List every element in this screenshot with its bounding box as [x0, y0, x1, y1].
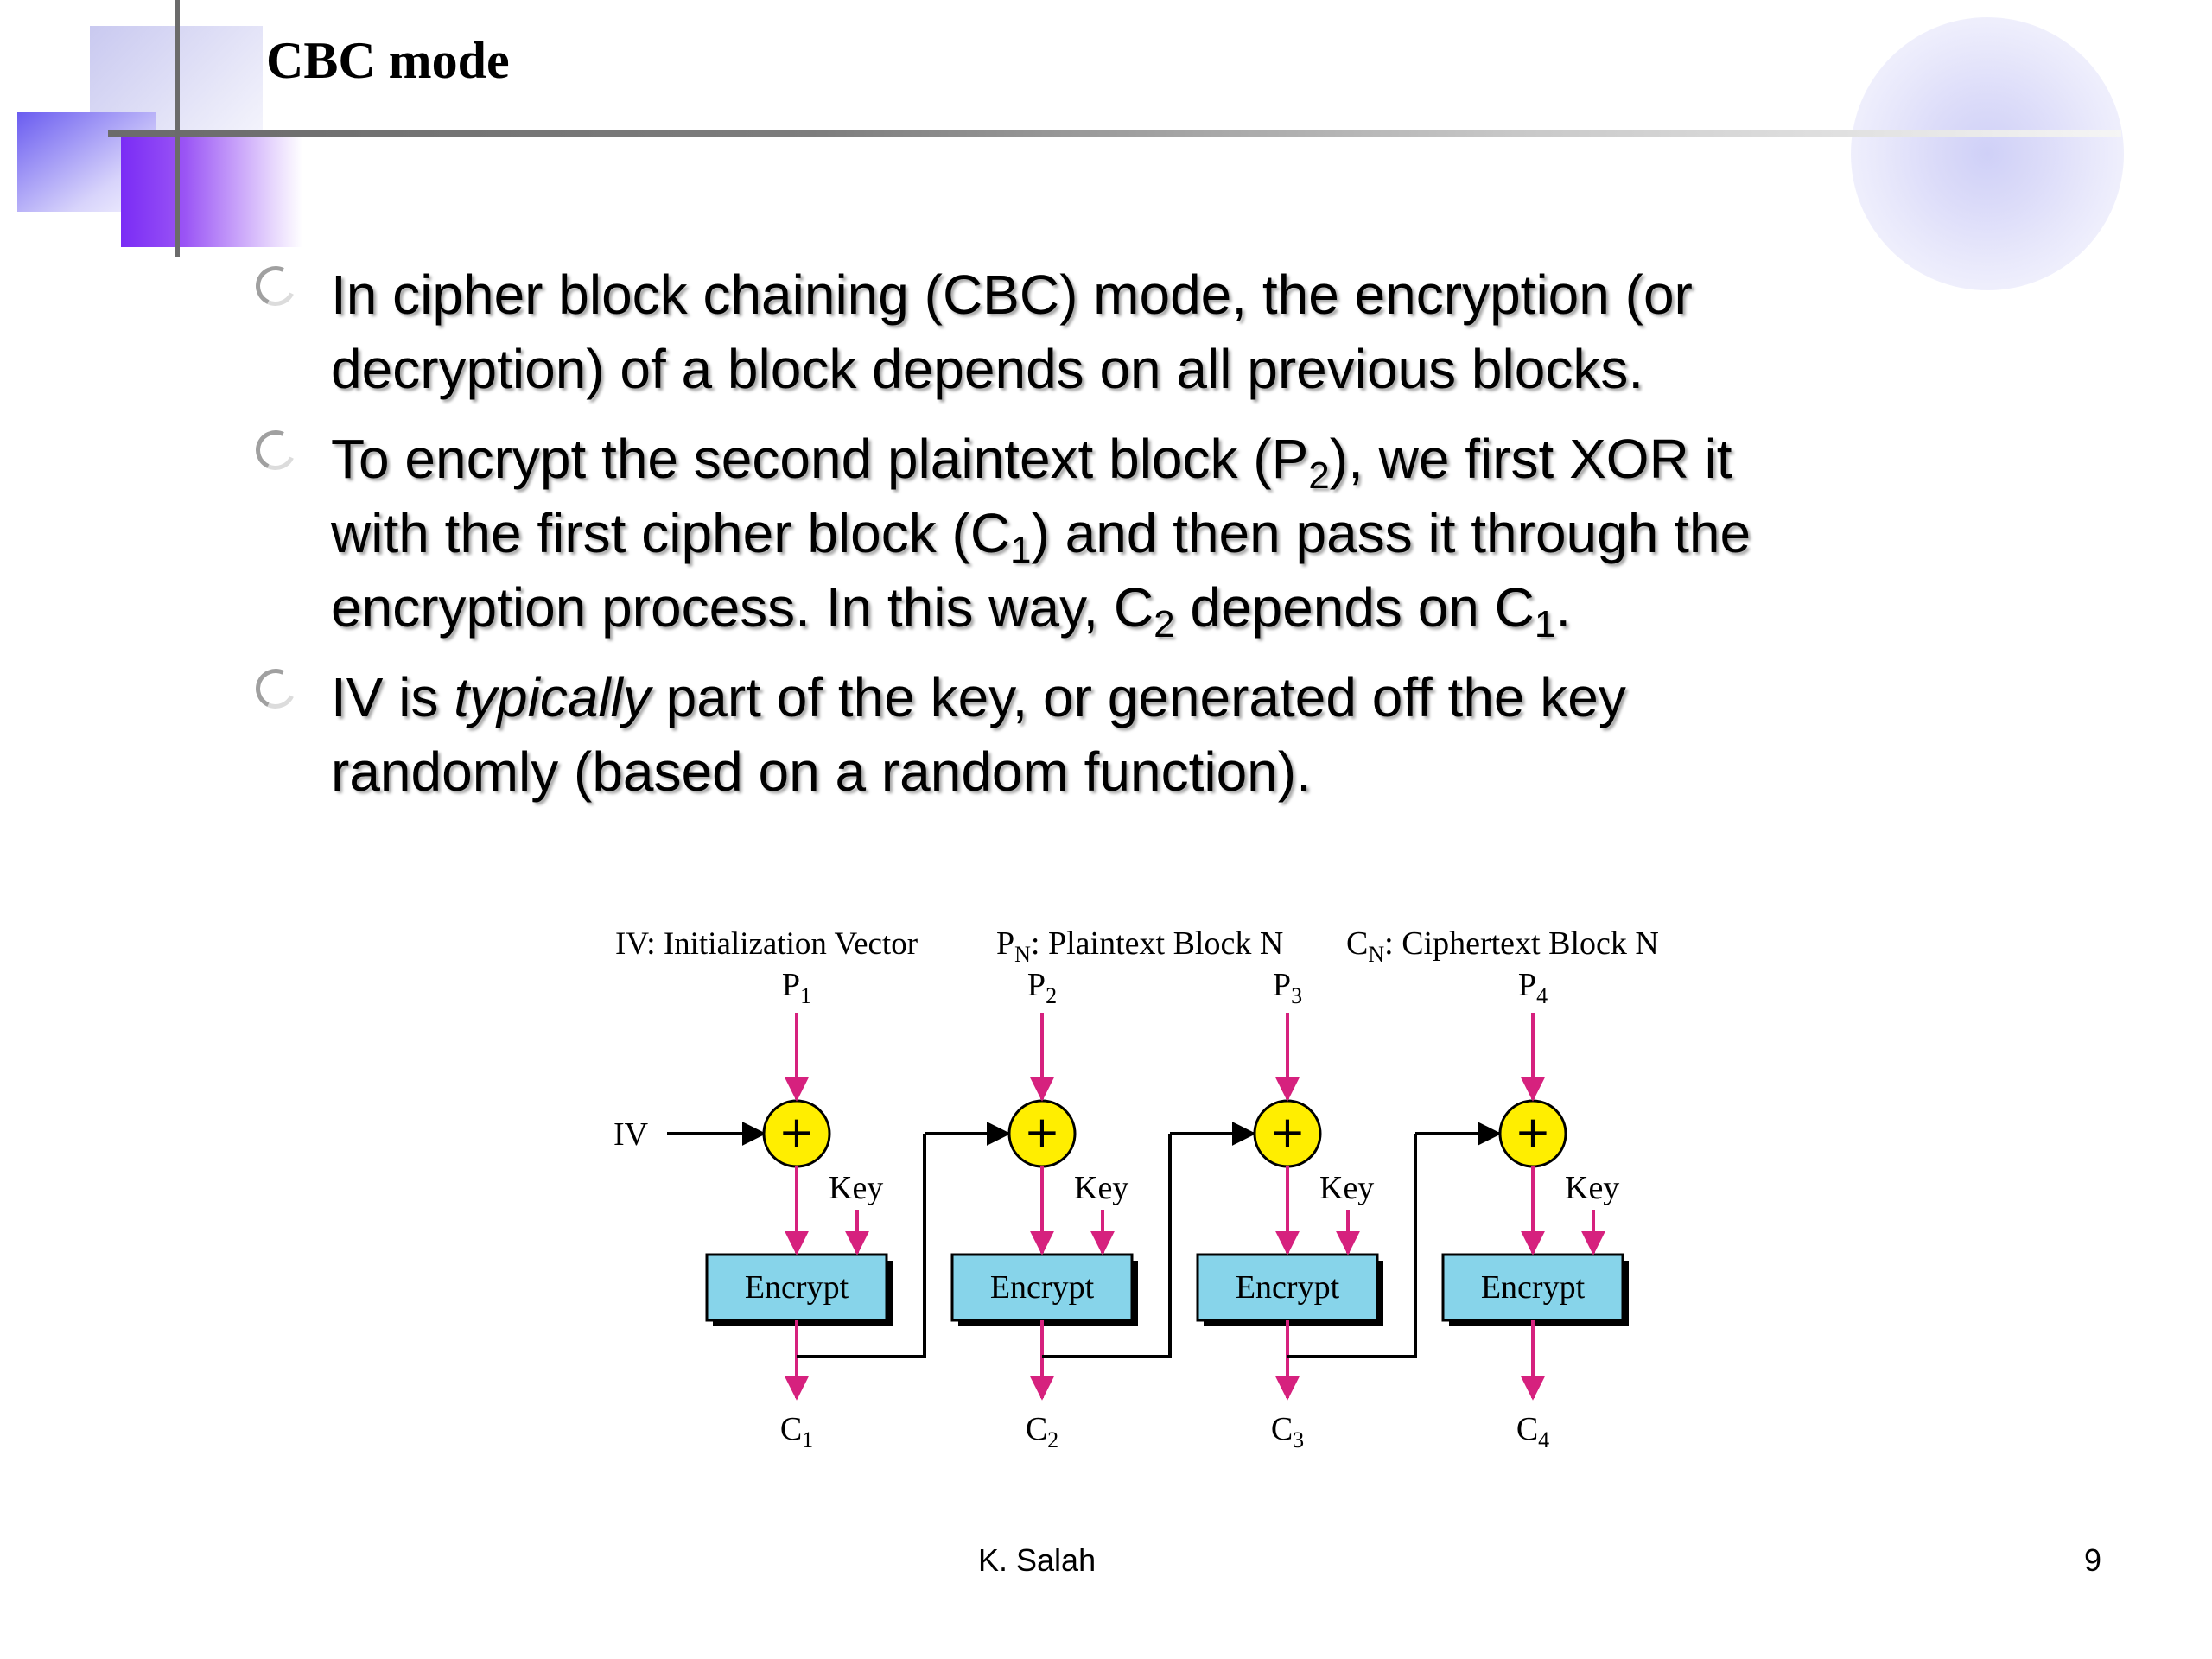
- subscript: 1: [1010, 529, 1032, 571]
- cbc-stage: [950, 1099, 1138, 1326]
- plaintext-label: P1: [782, 967, 811, 1008]
- bullet-icon: [250, 663, 302, 715]
- ciphertext-label-base: C: [780, 1411, 802, 1447]
- encrypt-box: [1441, 1253, 1624, 1322]
- text-run: IV is: [331, 666, 454, 728]
- plaintext-label-base: P: [1027, 967, 1046, 1003]
- plaintext-label-base: P: [1518, 967, 1536, 1003]
- ciphertext-label-subscript: 1: [802, 1427, 813, 1452]
- text-run: typically: [454, 666, 651, 728]
- legend-pn: PN: Plaintext Block N: [996, 925, 1283, 967]
- plaintext-label-base: P: [1273, 967, 1291, 1003]
- legend-pn-rest: : Plaintext Block N: [1031, 925, 1283, 962]
- ciphertext-label: C1: [780, 1411, 813, 1452]
- legend-cn-subscript: N: [1368, 942, 1384, 967]
- feedback-line: [1042, 1134, 1172, 1358]
- key-label: Key: [1074, 1170, 1128, 1206]
- text-run: To encrypt the second plaintext block (P: [331, 428, 1309, 490]
- cbc-stage: [705, 1099, 893, 1326]
- bullet-icon: [250, 424, 302, 476]
- plaintext-label-subscript: 3: [1291, 983, 1302, 1008]
- xor-icon: +: [1269, 1107, 1306, 1157]
- ciphertext-label: C3: [1271, 1411, 1304, 1452]
- plaintext-label: P2: [1027, 967, 1057, 1008]
- slide-title: CBC mode: [266, 32, 510, 89]
- subscript: 1: [1534, 603, 1556, 645]
- bullet-icon: [250, 260, 302, 312]
- plaintext-label-subscript: 4: [1536, 983, 1548, 1008]
- encrypt-label: Encrypt: [1236, 1269, 1340, 1306]
- page-number: 9: [2084, 1542, 2102, 1578]
- bullet-line: randomly (based on a random function).: [331, 734, 1979, 809]
- ciphertext-label-subscript: 4: [1538, 1427, 1549, 1452]
- legend-cn-rest: : Ciphertext Block N: [1384, 925, 1659, 962]
- plaintext-label: P4: [1518, 967, 1548, 1008]
- bullet-line: IV is typically part of the key, or gene…: [331, 660, 1979, 734]
- feedback-line: [797, 1134, 926, 1358]
- ciphertext-label: C4: [1516, 1411, 1549, 1452]
- xor-icon: +: [1024, 1107, 1060, 1157]
- bullet-text: In cipher block chaining (CBC) mode, the…: [331, 257, 1979, 406]
- legend-iv: IV: Initialization Vector: [615, 926, 918, 962]
- bullet-line: with the first cipher block (C1) and the…: [331, 496, 1979, 570]
- key-label: Key: [829, 1170, 883, 1206]
- subscript: 2: [1154, 603, 1175, 645]
- ciphertext-label-base: C: [1516, 1411, 1538, 1447]
- text-run: with the first cipher block (C: [331, 502, 1011, 564]
- text-run: randomly (based on a random function).: [331, 741, 1312, 803]
- bullet-item: IV is typically part of the key, or gene…: [250, 660, 1979, 809]
- plaintext-label: P3: [1273, 967, 1302, 1008]
- bullet-line: encryption process. In this way, C2 depe…: [331, 570, 1979, 645]
- text-run: In cipher block chaining (CBC) mode, the…: [331, 264, 1693, 326]
- bullet-text: To encrypt the second plaintext block (P…: [331, 422, 1979, 645]
- xor-icon: +: [779, 1107, 815, 1157]
- key-label: Key: [1319, 1170, 1374, 1206]
- cbc-stage: [1441, 1099, 1629, 1326]
- ciphertext-label-subscript: 3: [1293, 1427, 1304, 1452]
- legend-pn-base: P: [996, 925, 1014, 962]
- legend-pn-subscript: N: [1014, 942, 1031, 967]
- text-run: encryption process. In this way, C: [331, 576, 1154, 639]
- legend-cn-base: C: [1346, 925, 1368, 962]
- bullet-text: IV is typically part of the key, or gene…: [331, 660, 1979, 809]
- bullet-line: decryption) of a block depends on all pr…: [331, 332, 1979, 406]
- text-run: decryption) of a block depends on all pr…: [331, 338, 1644, 400]
- decor-circle: [1851, 17, 2124, 290]
- ciphertext-label-base: C: [1026, 1411, 1047, 1447]
- feedback-line: [1287, 1134, 1417, 1358]
- text-run: ), we first XOR it: [1329, 428, 1732, 490]
- text-run: depends on C: [1174, 576, 1535, 639]
- footer-author: K. Salah: [978, 1542, 1096, 1578]
- cbc-stage: [1196, 1099, 1383, 1326]
- bullet-line: To encrypt the second plaintext block (P…: [331, 422, 1979, 496]
- iv-label: IV: [613, 1116, 649, 1153]
- encrypt-label: Encrypt: [990, 1269, 1095, 1306]
- plaintext-label-subscript: 1: [800, 983, 811, 1008]
- encrypt-box: [705, 1253, 888, 1322]
- decor-square: [121, 137, 302, 247]
- ciphertext-label: C2: [1026, 1411, 1058, 1452]
- title-underline: [108, 130, 2121, 137]
- encrypt-label: Encrypt: [745, 1269, 849, 1306]
- ciphertext-label-base: C: [1271, 1411, 1293, 1447]
- decor-vertical-line: [175, 0, 180, 257]
- bullet-item: In cipher block chaining (CBC) mode, the…: [250, 257, 1979, 406]
- ciphertext-label-subscript: 2: [1047, 1427, 1058, 1452]
- xor-icon: +: [1515, 1107, 1551, 1157]
- plaintext-label-subscript: 2: [1046, 983, 1057, 1008]
- bullet-item: To encrypt the second plaintext block (P…: [250, 422, 1979, 645]
- bullet-list: In cipher block chaining (CBC) mode, the…: [250, 257, 1979, 824]
- bullet-line: In cipher block chaining (CBC) mode, the…: [331, 257, 1979, 332]
- plaintext-label-base: P: [782, 967, 800, 1003]
- subscript: 2: [1308, 454, 1330, 497]
- text-run: .: [1555, 576, 1572, 639]
- text-run: ) and then pass it through the: [1031, 502, 1751, 564]
- text-run: part of the key, or generated off the ke…: [650, 666, 1626, 728]
- legend-cn: CN: Ciphertext Block N: [1346, 925, 1659, 967]
- encrypt-label: Encrypt: [1481, 1269, 1586, 1306]
- key-label: Key: [1565, 1170, 1619, 1206]
